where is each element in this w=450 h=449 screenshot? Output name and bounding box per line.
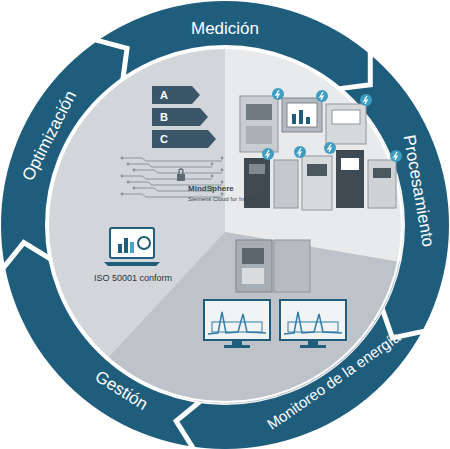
- cycle-stage: Medición: [191, 20, 259, 39]
- icon-caption: ISO 50001 conform: [94, 274, 172, 284]
- plc-controller: [242, 248, 264, 264]
- laptop-icon: [118, 244, 122, 253]
- measuring-devices: [373, 168, 391, 178]
- laptop-icon: [124, 238, 128, 253]
- lock-icon: [177, 174, 185, 181]
- cloud-circuit-pattern: [134, 170, 222, 173]
- monitoring-screen: [208, 312, 266, 334]
- icon-caption: Siemens Cloud for Industry: [188, 196, 260, 203]
- measuring-devices: [287, 103, 317, 127]
- energy-class-letter: A: [160, 89, 168, 101]
- monitoring-screen: [280, 300, 346, 340]
- energy-bolt-badge: [266, 150, 269, 158]
- measuring-devices: [341, 158, 359, 170]
- cycle-arrow-separator: [3, 243, 50, 269]
- cloud-circuit-pattern: [121, 157, 124, 160]
- energy-bolt-badge: [298, 148, 301, 156]
- cloud-circuit-pattern: [122, 158, 222, 161]
- cloud-circuit-pattern: [128, 164, 212, 167]
- icon-caption: MindSphere: [188, 185, 234, 194]
- measuring-devices: [368, 160, 396, 208]
- energy-bolt-badge: [316, 90, 328, 102]
- energy-class-bars: [152, 130, 216, 148]
- monitoring-screen: [204, 300, 346, 348]
- inner-disc: [48, 48, 404, 404]
- energy-class-bars: [152, 108, 208, 126]
- monitoring-screen: [224, 345, 250, 348]
- measuring-devices: [246, 104, 272, 120]
- energy-bolt-badge: [394, 152, 397, 160]
- cycle-arrow-separator: [176, 401, 200, 449]
- cloud-circuit-pattern: [127, 181, 130, 184]
- energy-bolt-badge: [262, 148, 274, 160]
- inner-disc: [48, 48, 402, 402]
- lock-icon: [177, 169, 185, 181]
- plc-controller: [274, 240, 310, 292]
- energy-bolt-badge: [390, 150, 402, 162]
- cloud-circuit-pattern: [221, 157, 224, 160]
- cloud-circuit-pattern: [133, 169, 136, 172]
- cycle-arrow-separator: [95, 40, 127, 79]
- measuring-devices: [282, 98, 322, 132]
- energy-bolt-badge: [262, 88, 402, 162]
- energy-class-letter: C: [160, 133, 168, 145]
- cloud-circuit-pattern: [221, 169, 224, 172]
- monitoring-screen: [204, 300, 270, 340]
- measuring-devices: [307, 164, 327, 176]
- cloud-circuit-pattern: [121, 175, 124, 178]
- measuring-devices: [306, 117, 310, 124]
- measuring-devices: [326, 104, 366, 144]
- measuring-devices: [249, 164, 265, 174]
- measuring-devices: [240, 96, 396, 210]
- cloud-circuit-pattern: [121, 193, 124, 196]
- laptop-icon: [130, 242, 134, 253]
- cloud-circuit-pattern: [211, 175, 214, 178]
- measuring-devices: [274, 160, 298, 208]
- monitoring-screen: [284, 312, 342, 334]
- lock-icon: [179, 169, 183, 174]
- energy-bolt-badge: [276, 90, 279, 98]
- stage-label: Medición: [191, 20, 259, 39]
- plc-controller: [236, 240, 272, 292]
- energy-bolt-badge: [294, 146, 306, 158]
- monitoring-screen: [308, 340, 318, 345]
- energy-bolt-badge: [320, 92, 323, 100]
- energy-class-bars: [152, 86, 200, 104]
- monitoring-screen: [232, 340, 242, 345]
- cloud-circuit-pattern: [133, 187, 136, 190]
- energy-class-bars: [152, 86, 216, 148]
- monitoring-screen: [212, 322, 262, 332]
- measuring-devices: [332, 110, 360, 124]
- laptop-icon: [104, 262, 160, 266]
- energy-bolt-badge: [328, 144, 331, 152]
- energy-bolt-badge: [324, 142, 336, 154]
- cloud-circuit-pattern: [122, 176, 212, 179]
- monitoring-screen: [288, 322, 338, 332]
- inner-disc: [225, 48, 404, 262]
- laptop-icon: [138, 237, 150, 249]
- plc-controller: [236, 240, 310, 292]
- measuring-devices: [336, 150, 364, 208]
- energy-bolt-badge: [360, 94, 372, 106]
- energy-class-letter: B: [160, 111, 168, 123]
- cycle-arrow-separator: [3, 40, 424, 449]
- measuring-devices: [240, 96, 278, 152]
- cycle-arrow-separator: [339, 52, 370, 89]
- measuring-devices: [302, 156, 332, 210]
- laptop-icon: [104, 228, 160, 266]
- cloud-circuit-pattern: [211, 163, 214, 166]
- plc-controller: [242, 268, 264, 284]
- laptop-icon: [110, 228, 154, 258]
- energy-bolt-badge: [364, 96, 367, 104]
- measuring-devices: [299, 110, 303, 124]
- cloud-circuit-pattern: [221, 181, 224, 184]
- monitoring-screen: [300, 345, 326, 348]
- energy-bolt-badge: [272, 88, 284, 100]
- cloud-circuit-pattern: [127, 163, 130, 166]
- measuring-devices: [246, 126, 272, 144]
- measuring-devices: [292, 114, 296, 124]
- cloud-circuit-pattern: [221, 193, 224, 196]
